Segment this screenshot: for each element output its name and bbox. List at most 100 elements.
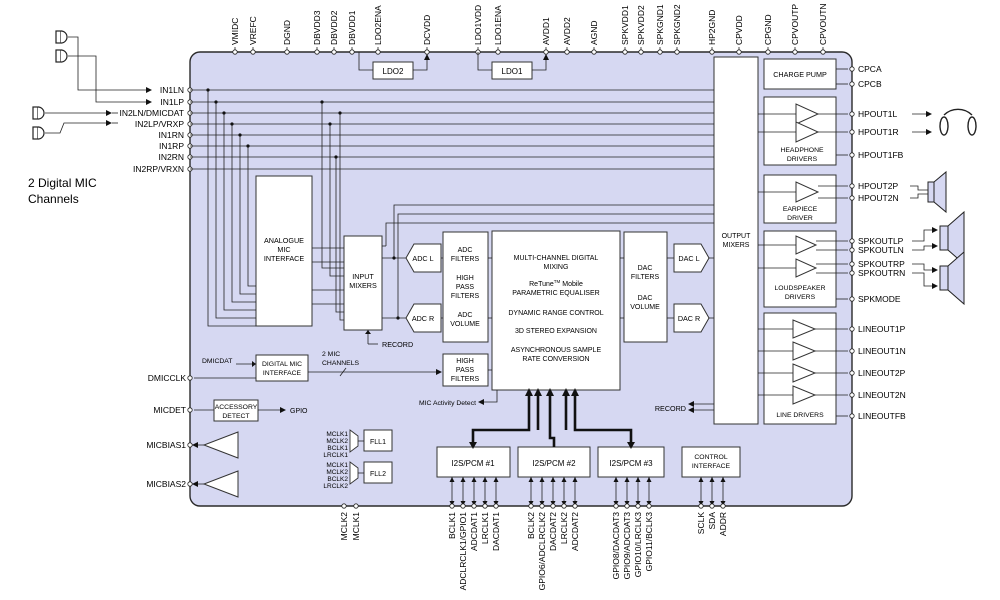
bottom-pin-marker [698,503,704,509]
micbias2-label: MICBIAS2 [146,479,186,489]
high-pass-filters-block: HIGH PASS FILTERS [442,353,489,387]
top-pin-label: CPGND [763,14,773,45]
dmicclk-label: DMICCLK [148,373,187,383]
fll1-in1: MCLK1 [326,431,348,438]
dac-filters-line1: DAC [638,265,653,272]
dmic-if-line1: DIGITAL MIC [262,361,302,368]
top-pin-label: AVDD1 [541,17,551,45]
right-pin-marker [849,152,855,158]
record-input-label: RECORD [382,340,413,349]
adc-filters-line5: FILTERS [451,293,480,300]
right-pin-label: HPOUT2P [858,181,898,191]
right-pin-label: LINEOUTFB [858,411,906,421]
bottom-pin-marker [646,503,652,509]
top-pin-marker [495,49,501,55]
input-mixers-block: INPUT MIXERS [343,235,383,331]
bottom-pin-marker [550,503,556,509]
right-pin-marker [849,370,855,376]
right-pin-label: HPOUT2N [858,193,899,203]
charge-pump-block: CHARGE PUMP [763,58,848,90]
headphone-drivers-block: HEADPHONE DRIVERS [758,96,848,166]
right-pin-label: SPKOUTRP [858,259,905,269]
earpiece-driver-block: EARPIECE DRIVER [758,174,848,224]
top-pin-label: DBVDD3 [312,10,322,45]
bottom-pin-label: LRCLK1 [480,512,490,544]
dac-filters-line3: DAC [638,295,653,302]
bottom-pin-label: GPIO9/ADCDAT3 [622,512,632,580]
dac-r-block: DAC R [673,303,710,333]
i2s3-label: I2S/PCM #3 [609,459,653,468]
top-pin-label: AGND [589,20,599,45]
adc-filters-line6: ADC [458,312,473,319]
analogue-mic-line3: INTERFACE [264,254,305,263]
left-input-pin-label: IN1LN [160,85,184,95]
left-input-pin-label: IN1RP [159,141,184,151]
hpf-line1: HIGH [456,358,474,365]
bottom-pin-label: GPIO8/DACDAT3 [611,512,621,580]
top-pin-marker [250,49,256,55]
left-input-pin-label: IN2LN/DMICDAT [119,108,184,118]
microphone-icon [55,30,68,44]
bottom-pin-marker [482,503,488,509]
bottom-pin-marker [613,503,619,509]
control-if-line2: INTERFACE [692,463,731,470]
dsp-line1: MULTI-CHANNEL DIGITAL [514,255,599,262]
top-pin-marker [622,49,628,55]
dac-filters-line2: FILTERS [631,274,660,281]
dsp-line7: ASYNCHRONOUS SAMPLE [511,347,602,354]
top-pin-marker [314,49,320,55]
bottom-pin-marker [493,503,499,509]
bottom-pin-label: BCLK2 [526,512,536,539]
right-pin-label: CPCA [858,64,882,74]
fll1-in4: LRCLK1 [323,452,348,459]
dmic-caption-line2: Channels [28,192,79,206]
hpf-line3: FILTERS [451,376,480,383]
bottom-pin-label: BCLK1 [447,512,457,539]
top-pin-label: VREFC [248,16,258,45]
top-pin-marker [331,49,337,55]
bottom-pin-marker [341,503,347,509]
hpf-line2: PASS [456,367,474,374]
top-pin-label: LDO1ENA [493,5,503,45]
bottom-pin-marker [460,503,466,509]
line-drivers-label: LINE DRIVERS [776,412,824,419]
top-pin-marker [232,49,238,55]
micdet-label: MICDET [153,405,186,415]
bottom-pin-label: ADCDAT1 [469,512,479,551]
top-pin-label: VMIDC [230,18,240,45]
bottom-pin-label: DACDAT2 [548,512,558,551]
top-pin-label: AVDD2 [562,17,572,45]
right-pin-marker [849,81,855,87]
line-drivers-block: LINE DRIVERS [758,312,848,425]
top-pin-label: SPKGND1 [655,4,665,45]
record-output-label: RECORD [655,404,686,413]
right-pin-label: HPOUT1L [858,109,897,119]
top-pin-marker [543,49,549,55]
bottom-pin-label: GPIO6/ADCLRCLK2 [537,512,547,591]
output-mixers-line2: MIXERS [723,242,750,249]
dmicclk-pin: DMICCLK [148,373,256,383]
right-pin-label: LINEOUT2N [858,390,906,400]
junction-dots [206,88,400,320]
right-pin-marker [849,238,855,244]
bottom-pin-marker [449,503,455,509]
ldo1-label: LDO1 [502,67,523,76]
top-pin-marker [657,49,663,55]
dmicdat-label: DMICDAT [202,358,232,365]
bottom-pin-label: DACDAT1 [491,512,501,551]
right-pin-marker [849,66,855,72]
top-pin-marker [674,49,680,55]
dac-filters-block: DAC FILTERS DAC VOLUME [623,231,668,343]
top-pin-label: CPVDD [734,15,744,45]
bottom-pin-label: GPIO11/BCLK3 [644,512,654,572]
right-pin-label: LINEOUT1P [858,324,906,334]
right-pin-label: SPKOUTRN [858,268,905,278]
two-mic-channels-line2: CHANNELS [322,360,359,367]
top-pin-marker [375,49,381,55]
dsp-line5: DYNAMIC RANGE CONTROL [508,310,603,317]
dac-filters-line4: VOLUME [630,304,660,311]
headphones-icon [912,108,977,136]
right-pin-marker [849,247,855,253]
